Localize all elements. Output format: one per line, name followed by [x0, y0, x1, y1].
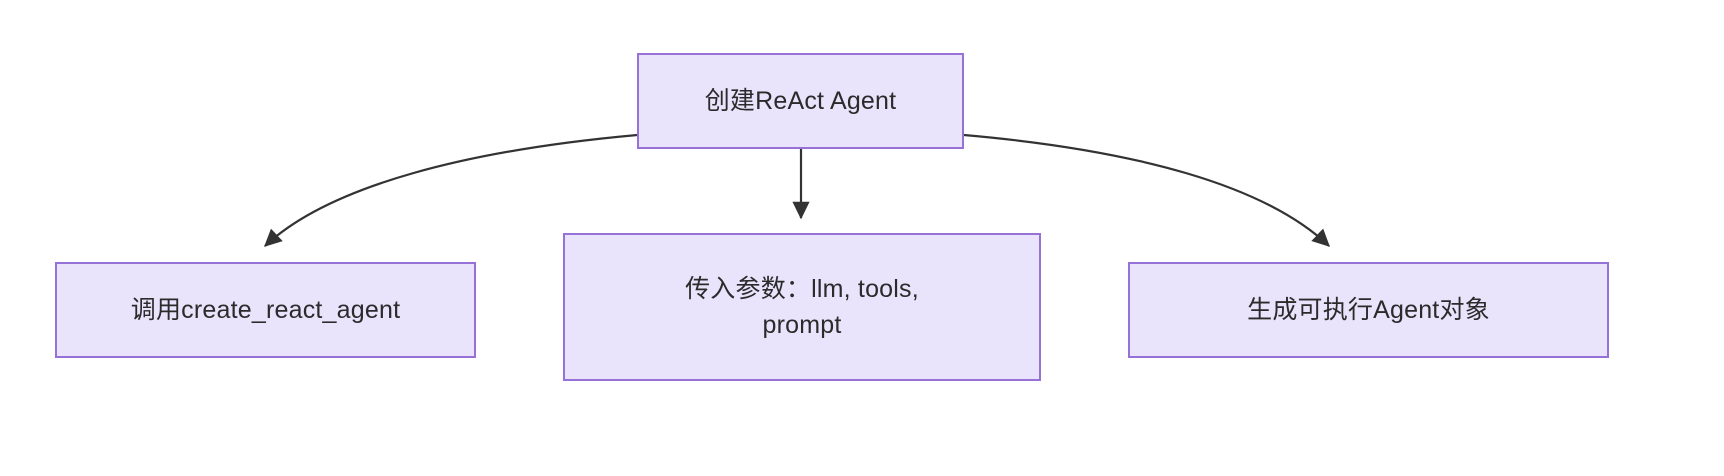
- edge-root-to-result: [963, 133, 1330, 247]
- node-executable-agent-object[interactable]: 生成可执行Agent对象: [1128, 262, 1609, 358]
- node-input-parameters[interactable]: 传入参数：llm, tools, prompt: [563, 233, 1041, 381]
- edge-root-to-call: [264, 133, 638, 247]
- node-call-create-react-agent[interactable]: 调用create_react_agent: [55, 262, 476, 358]
- node-create-react-agent[interactable]: 创建ReAct Agent: [637, 53, 964, 149]
